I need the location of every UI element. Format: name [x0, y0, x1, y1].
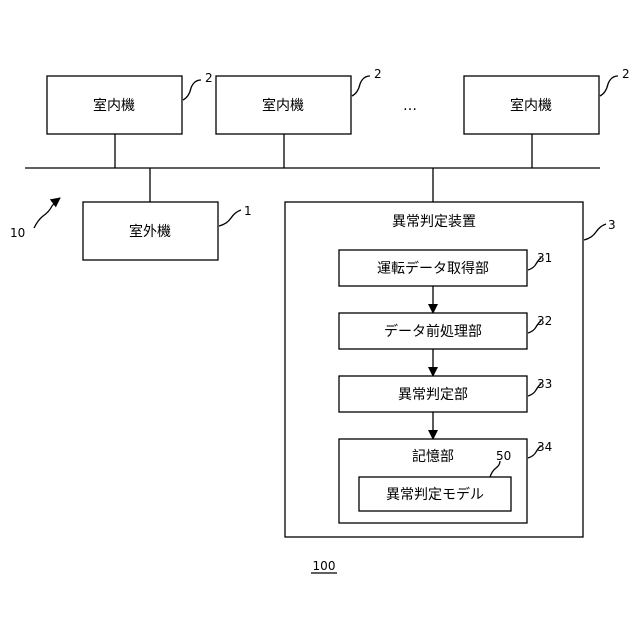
unit-32-label: データ前処理部 — [384, 323, 482, 340]
unit-33-label: 異常判定部 — [398, 387, 468, 403]
indoor-unit-1-ref: 2 — [205, 71, 213, 85]
model-label: 異常判定モデル — [386, 486, 484, 503]
outdoor-unit: 室外機 1 — [83, 168, 252, 260]
unit-31-label: 運転データ取得部 — [377, 260, 489, 277]
indoor-unit-1-label: 室内機 — [93, 97, 135, 114]
unit-31-ref: 31 — [537, 251, 552, 265]
system-ref: 10 — [10, 198, 60, 240]
indoor-unit-3: 室内機 2 — [464, 67, 630, 168]
indoor-unit-2-ref: 2 — [374, 67, 382, 81]
outdoor-unit-ref: 1 — [244, 204, 252, 218]
figure-ref: 100 — [311, 559, 337, 573]
model-ref: 50 — [496, 449, 511, 463]
indoor-unit-3-label: 室内機 — [510, 97, 552, 114]
storage-unit-ref: 34 — [537, 440, 552, 454]
device-title: 異常判定装置 — [392, 214, 476, 230]
unit-33-ref: 33 — [537, 377, 552, 391]
unit-32-ref: 32 — [537, 314, 552, 328]
storage-unit-label: 記憶部 — [412, 448, 454, 465]
indoor-unit-3-ref: 2 — [622, 67, 630, 81]
indoor-unit-2-label: 室内機 — [262, 97, 304, 114]
outdoor-unit-label: 室外機 — [129, 223, 171, 240]
system-ref-label: 10 — [10, 226, 25, 240]
anomaly-determination-device: 異常判定装置 3 運転データ取得部 31 データ前処理部 32 異常判定部 33… — [285, 168, 616, 537]
figure-ref-label: 100 — [313, 559, 336, 573]
indoor-unit-2: 室内機 2 — [216, 67, 382, 168]
device-ref: 3 — [608, 218, 616, 232]
ellipsis: … — [403, 98, 417, 114]
indoor-unit-1: 室内機 2 — [47, 71, 213, 168]
